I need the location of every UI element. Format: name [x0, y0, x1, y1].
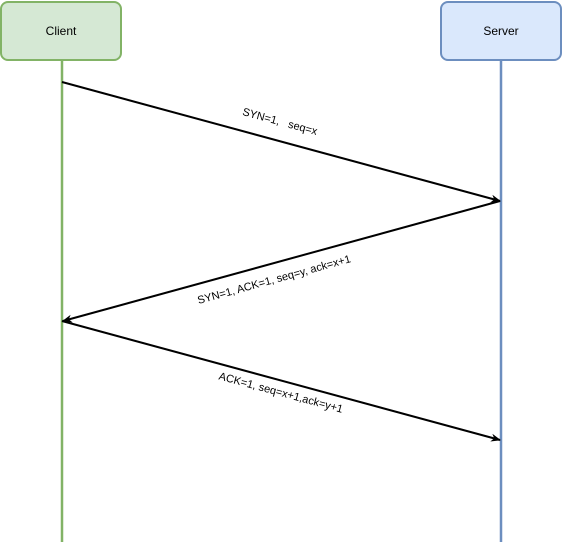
ack-arrow	[61, 320, 501, 442]
message-ack: ACK=1, seq=x+1,ack=y+1	[61, 320, 501, 442]
syn-ack-arrow	[62, 200, 501, 323]
syn-arrow	[61, 81, 501, 203]
client-participant: Client	[0, 1, 122, 61]
server-participant: Server	[440, 1, 562, 61]
client-box	[0, 1, 122, 61]
message-syn-ack: SYN=1, ACK=1, seq=y, ack=x+1	[62, 200, 501, 323]
message-syn: SYN=1, seq=x	[61, 81, 501, 203]
server-box	[440, 1, 562, 61]
syn-ack-label: SYN=1, ACK=1, seq=y, ack=x+1	[196, 253, 352, 307]
server-label: Server	[483, 24, 518, 38]
client-label: Client	[46, 24, 77, 38]
